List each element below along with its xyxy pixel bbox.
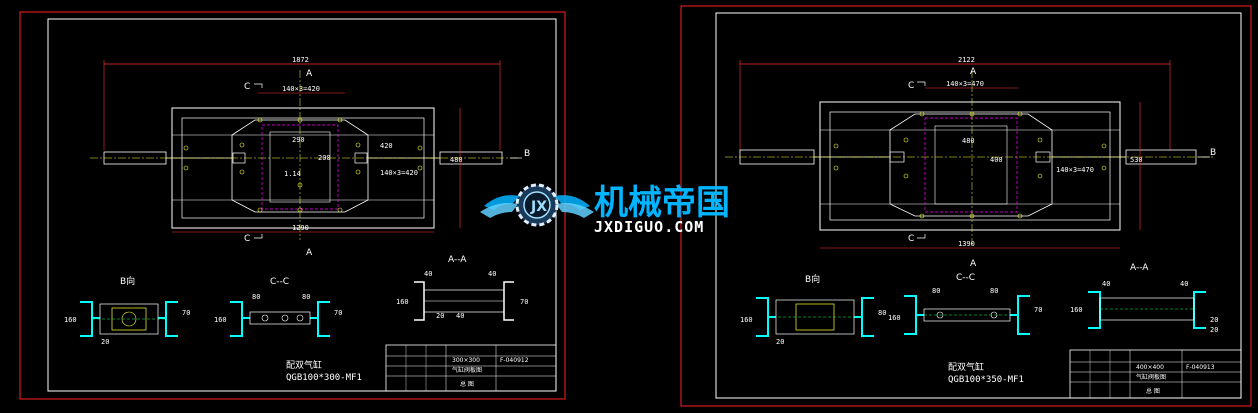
left-view-b-dim-3: 20	[101, 338, 109, 346]
left-bottom-width: 1290	[292, 224, 309, 232]
left-inner-height: 200	[318, 154, 331, 162]
right-section-a-bottom: A	[970, 259, 977, 269]
left-view-c-dim-1: 80	[252, 293, 260, 301]
right-section-a-top: A	[970, 67, 977, 77]
right-inner-width: 480	[962, 137, 975, 145]
left-view-a-dim-2: 40	[488, 270, 496, 278]
right-view-b-dim-1: 160	[740, 316, 753, 324]
right-view-c-dim-1: 80	[932, 287, 940, 295]
left-tb-drawing-no: F-040912	[500, 357, 529, 364]
left-view-b: B向 160 70 20	[64, 275, 190, 346]
left-small-dim: 1.14	[284, 170, 301, 178]
right-view-a: A--A 40 40 160 20 20	[1070, 263, 1218, 334]
watermark-cn: 机械帝国	[594, 183, 730, 223]
left-view-a-dim-1: 40	[424, 270, 432, 278]
right-plan-view: 2122 140×3=470	[725, 56, 1216, 269]
right-title-block: 400×400 气缸阀板图 F-040913 总 图	[1069, 349, 1242, 399]
sheet-left-inner-frame	[47, 18, 557, 392]
left-title-block: 300×300 气缸阀板图 F-040912 总 图	[385, 344, 557, 392]
left-note-line1: 配双气缸	[286, 359, 322, 371]
left-view-c-dim-4: 70	[334, 309, 342, 317]
right-section-c-bottom: C	[908, 234, 914, 244]
watermark: JX 机械帝国 JXDIGUO.COM	[480, 183, 730, 236]
right-view-b-dim-2: 80	[878, 309, 886, 317]
right-overall-width: 2122	[958, 56, 975, 64]
left-tb-sub: 气缸阀板图	[452, 366, 482, 374]
left-overall-width: 1872	[292, 56, 309, 64]
left-view-b-dim-2: 70	[182, 309, 190, 317]
left-dim-420: 420	[380, 142, 393, 150]
right-height-dim: 530	[1130, 156, 1143, 164]
right-note-line1: 配双气缸	[948, 361, 984, 373]
left-tb-name: 300×300	[452, 357, 480, 364]
left-view-c-dim-2: 80	[302, 293, 310, 301]
left-section-c-bottom: C	[244, 234, 250, 244]
svg-text:JX: JX	[530, 199, 547, 215]
left-view-a: A--A 40 40 160 20 40 70	[396, 255, 528, 321]
left-section-b: B	[524, 149, 530, 159]
right-view-c-dim-2: 80	[990, 287, 998, 295]
right-view-a-title: A--A	[1130, 263, 1149, 273]
right-view-a-dim-1: 40	[1102, 280, 1110, 288]
right-tb-sub: 气缸阀板图	[1136, 373, 1166, 381]
left-view-a-dim-4: 20	[436, 312, 444, 320]
left-view-c-title: C--C	[270, 277, 289, 287]
right-view-a-dim-4: 20	[1210, 316, 1218, 324]
right-section-c-top: C	[908, 81, 914, 91]
right-view-b: B向 160 80 20	[740, 273, 886, 346]
right-tb-unit: 总 图	[1146, 387, 1160, 395]
left-view-a-dim-3: 160	[396, 298, 409, 306]
left-view-a-title: A--A	[448, 255, 467, 265]
right-section-b: B	[1210, 148, 1216, 158]
left-view-a-dim-6: 70	[520, 298, 528, 306]
left-section-c-top: C	[244, 82, 250, 92]
right-view-a-dim-3: 160	[1070, 306, 1083, 314]
right-pitch-dim: 140×3=470	[946, 80, 984, 88]
right-view-a-dim-5: 20	[1210, 326, 1218, 334]
sheet-right: 2122 140×3=470	[680, 5, 1252, 407]
right-view-b-dim-3: 20	[776, 338, 784, 346]
left-view-b-dim-1: 160	[64, 316, 77, 324]
left-plan-view: 1872 140×3=420	[90, 56, 530, 258]
sheet-right-inner-frame	[715, 12, 1242, 399]
right-view-b-title: B向	[805, 273, 820, 285]
gear-wings-icon: JX	[480, 183, 594, 227]
right-inner-height: 400	[990, 156, 1003, 164]
left-view-c: C--C 80 80 160 70	[214, 277, 342, 337]
sheet-right-outer-frame	[680, 5, 1252, 407]
left-inner-width: 290	[292, 136, 305, 144]
sheet-left: 1872 140×3=420	[19, 11, 566, 400]
left-view-b-title: B向	[120, 275, 135, 287]
right-tb-name: 400×400	[1136, 364, 1164, 371]
left-pitch-dim: 140×3=420	[282, 85, 320, 93]
left-section-a-top: A	[306, 69, 313, 79]
left-note-line2: QGB100*300-MF1	[286, 373, 362, 383]
left-section-a-bottom: A	[306, 248, 313, 258]
watermark-en: JXDIGUO.COM	[594, 218, 704, 236]
left-view-a-dim-5: 40	[456, 312, 464, 320]
right-view-c: C--C 80 80 160 70	[888, 273, 1042, 335]
right-bottom-width: 1390	[958, 240, 975, 248]
right-dim-140x3: 140×3=470	[1056, 166, 1094, 174]
right-view-a-dim-2: 40	[1180, 280, 1188, 288]
left-tb-unit: 总 图	[460, 380, 474, 388]
left-height-dim: 480	[450, 156, 463, 164]
left-view-c-dim-3: 160	[214, 316, 227, 324]
right-tb-drawing-no: F-040913	[1186, 364, 1215, 371]
left-dim-140x3: 140×3=420	[380, 169, 418, 177]
right-note-line2: QGB100*350-MF1	[948, 375, 1024, 385]
right-view-c-title: C--C	[956, 273, 975, 283]
right-view-c-dim-3: 160	[888, 314, 901, 322]
right-view-c-dim-4: 70	[1034, 306, 1042, 314]
